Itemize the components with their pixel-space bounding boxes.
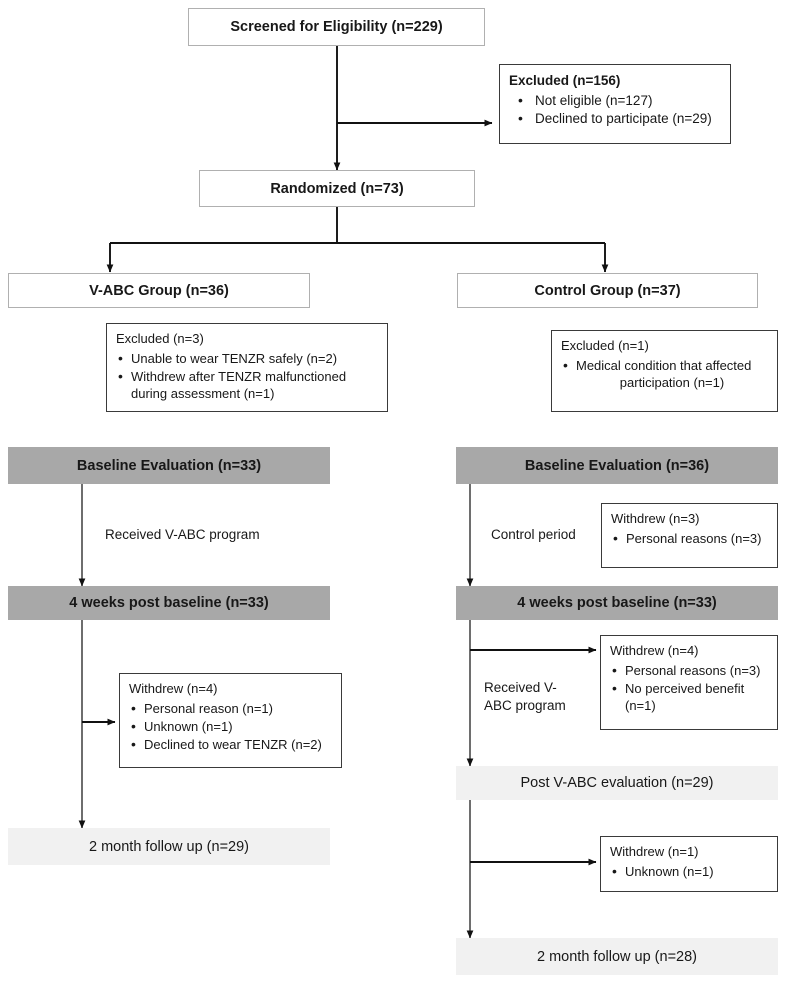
excluded-control-heading: Excluded (n=1)	[561, 338, 649, 353]
excluded-control-list: Medical condition that affected particip…	[561, 356, 768, 391]
node-right-post-eval: Post V-ABC evaluation (n=29)	[456, 766, 778, 800]
node-left-withdrew: Withdrew (n=4) Personal reason (n=1) Unk…	[119, 673, 342, 768]
node-randomized-label: Randomized (n=73)	[270, 180, 404, 197]
right-period-label-2: Received V-ABC program	[484, 680, 566, 714]
list-item: No perceived benefit (n=1)	[610, 679, 768, 714]
list-item: Personal reasons (n=3)	[611, 529, 768, 548]
node-group-control: Control Group (n=37)	[457, 273, 758, 308]
node-right-followup: 2 month follow up (n=28)	[456, 938, 778, 975]
right-baseline-label: Baseline Evaluation (n=36)	[524, 457, 710, 474]
list-item: Not eligible (n=127)	[509, 91, 721, 110]
left-four-weeks-label: 4 weeks post baseline (n=33)	[69, 595, 269, 611]
list-item: Withdrew after TENZR malfunctioned durin…	[116, 367, 378, 402]
node-screened: Screened for Eligibility (n=229)	[188, 8, 485, 46]
node-excluded-screening: Excluded (n=156) Not eligible (n=127) De…	[499, 64, 731, 144]
node-right-withdrew-post: Withdrew (n=1) Unknown (n=1)	[600, 836, 778, 892]
right-withdrew-post-list: Unknown (n=1)	[610, 862, 768, 881]
list-item: Medical condition that affected particip…	[561, 356, 768, 391]
node-right-four-weeks: 4 weeks post baseline (n=33)	[456, 586, 778, 620]
excluded-screening-heading: Excluded (n=156)	[509, 73, 621, 88]
node-right-withdrew-program: Withdrew (n=4) Personal reasons (n=3) No…	[600, 635, 778, 730]
list-item: Unknown (n=1)	[610, 862, 768, 881]
group-control-label: Control Group (n=37)	[534, 282, 681, 299]
list-item: Personal reasons (n=3)	[610, 661, 768, 680]
right-followup-label: 2 month follow up (n=28)	[537, 948, 697, 965]
right-period-label: Control period	[491, 527, 576, 542]
right-withdrew-program-heading: Withdrew (n=4)	[610, 643, 699, 658]
list-item: Unknown (n=1)	[129, 717, 332, 736]
node-right-withdrew-control: Withdrew (n=3) Personal reasons (n=3)	[601, 503, 778, 568]
right-withdrew-control-list: Personal reasons (n=3)	[611, 529, 768, 548]
right-withdrew-post-heading: Withdrew (n=1)	[610, 844, 699, 859]
node-screened-label: Screened for Eligibility (n=229)	[230, 19, 443, 35]
excluded-intervention-list: Unable to wear TENZR safely (n=2) Withdr…	[116, 349, 378, 402]
node-left-four-weeks: 4 weeks post baseline (n=33)	[8, 586, 330, 620]
node-excluded-control: Excluded (n=1) Medical condition that af…	[551, 330, 778, 412]
list-item: Personal reason (n=1)	[129, 699, 332, 718]
node-right-baseline: Baseline Evaluation (n=36)	[456, 447, 778, 484]
left-baseline-label: Baseline Evaluation (n=33)	[76, 457, 262, 474]
left-period-label: Received V-ABC program	[105, 527, 260, 542]
group-intervention-label: V-ABC Group (n=36)	[89, 282, 229, 299]
excluded-screening-list: Not eligible (n=127) Declined to partici…	[509, 91, 721, 129]
right-post-eval-label: Post V-ABC evaluation (n=29)	[520, 775, 714, 791]
list-item: Unable to wear TENZR safely (n=2)	[116, 349, 378, 368]
left-withdrew-list: Personal reason (n=1) Unknown (n=1) Decl…	[129, 699, 332, 754]
list-item: Declined to wear TENZR (n=2)	[129, 735, 332, 754]
left-withdrew-heading: Withdrew (n=4)	[129, 681, 218, 696]
list-item: Declined to participate (n=29)	[509, 109, 721, 128]
node-excluded-intervention: Excluded (n=3) Unable to wear TENZR safe…	[106, 323, 388, 412]
node-left-followup: 2 month follow up (n=29)	[8, 828, 330, 865]
right-withdrew-program-list: Personal reasons (n=3) No perceived bene…	[610, 661, 768, 714]
left-followup-label: 2 month follow up (n=29)	[89, 838, 249, 855]
node-randomized: Randomized (n=73)	[199, 170, 475, 207]
right-four-weeks-label: 4 weeks post baseline (n=33)	[517, 595, 717, 611]
right-withdrew-control-heading: Withdrew (n=3)	[611, 511, 700, 526]
excluded-intervention-heading: Excluded (n=3)	[116, 331, 204, 346]
node-group-intervention: V-ABC Group (n=36)	[8, 273, 310, 308]
node-left-baseline: Baseline Evaluation (n=33)	[8, 447, 330, 484]
